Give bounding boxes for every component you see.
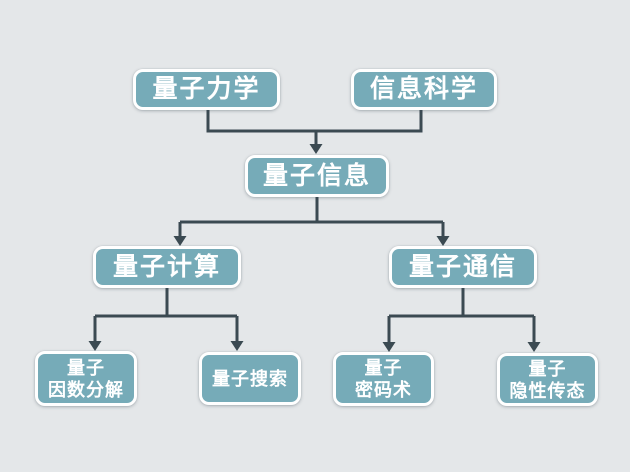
edge-split-quantum-communication xyxy=(382,288,541,352)
arrowhead-icon xyxy=(309,144,323,154)
arrowhead-icon xyxy=(173,236,187,246)
arrowhead-icon xyxy=(88,341,102,351)
node-quantum-teleportation: 量子 隐性传态 xyxy=(497,353,598,406)
node-quantum-computing: 量子计算 xyxy=(93,246,241,288)
edge-split-quantum-computing xyxy=(88,288,244,351)
node-quantum-information: 量子信息 xyxy=(245,155,389,197)
arrowhead-icon xyxy=(382,342,396,352)
arrowhead-icon xyxy=(230,341,244,351)
node-quantum-mechanics: 量子力学 xyxy=(133,69,280,110)
node-quantum-communication: 量子通信 xyxy=(389,246,537,288)
arrowhead-icon xyxy=(436,236,450,246)
node-quantum-search: 量子搜索 xyxy=(199,352,301,405)
node-quantum-cryptography: 量子 密码术 xyxy=(333,352,434,406)
node-information-science: 信息科学 xyxy=(351,69,497,110)
arrowhead-icon xyxy=(527,342,541,352)
edge-merge-to-quantum-information xyxy=(206,110,423,154)
node-quantum-factoring: 量子 因数分解 xyxy=(35,351,137,406)
edge-split-quantum-information xyxy=(173,197,450,246)
